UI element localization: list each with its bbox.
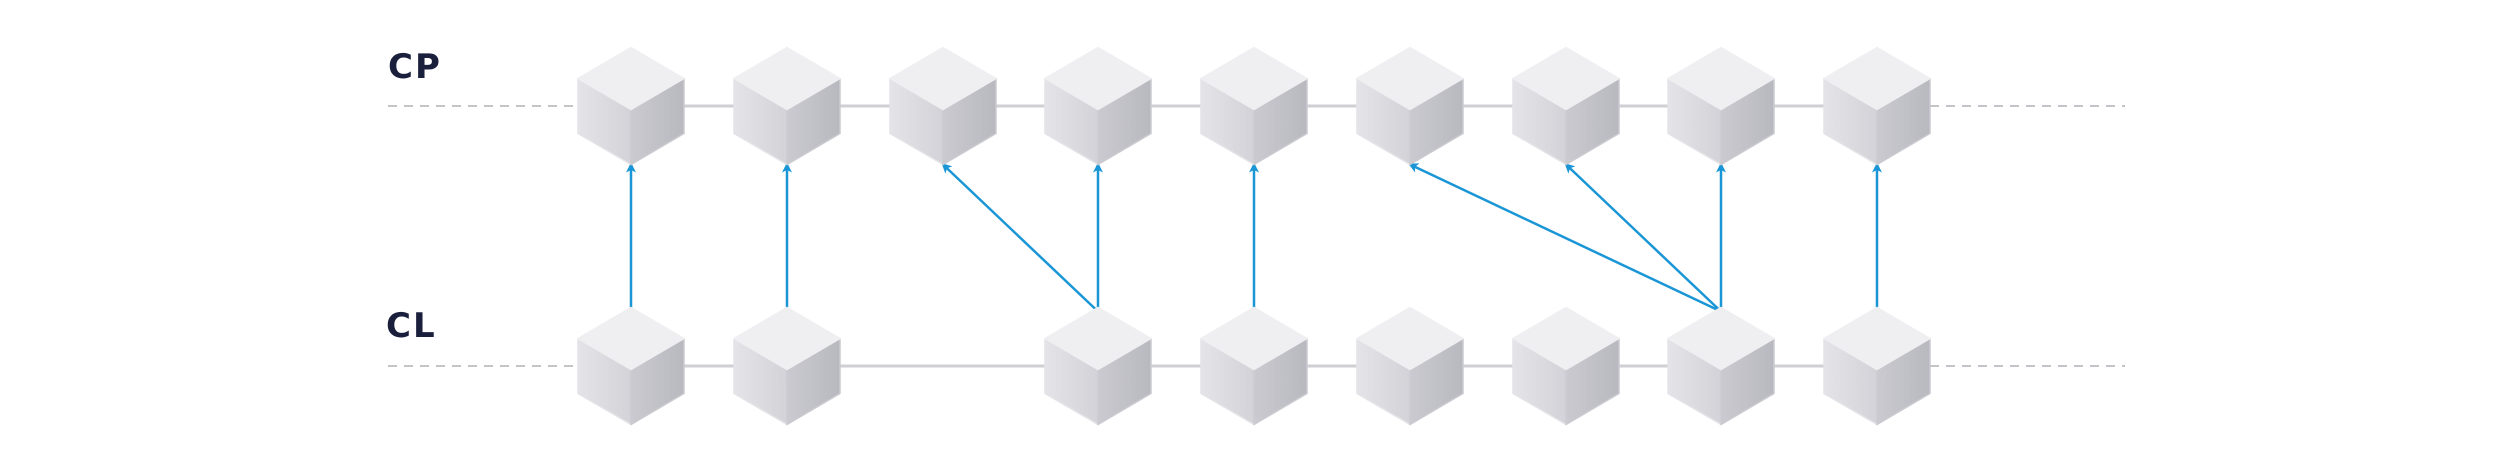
block-face-top	[1823, 306, 1931, 371]
block-cl-5	[1356, 306, 1464, 426]
block-face-top	[733, 306, 841, 371]
block-cl-8	[1823, 306, 1931, 426]
block-face-top	[1512, 46, 1620, 111]
block-face-top	[1667, 306, 1775, 371]
block-cl-0	[577, 306, 685, 426]
block-cp-5	[1356, 46, 1464, 166]
block-cp-8	[1823, 46, 1931, 166]
reference-arrows	[626, 162, 1882, 313]
block-cp-4	[1200, 46, 1308, 166]
block-face-top	[1044, 46, 1152, 111]
row-label-cl: CL	[386, 306, 437, 346]
block-face-top	[1044, 306, 1152, 371]
block-cp-7	[1667, 46, 1775, 166]
block-cl-3	[1044, 306, 1152, 426]
block-face-top	[1512, 306, 1620, 371]
block-cp-6	[1512, 46, 1620, 166]
block-face-top	[577, 46, 685, 111]
block-cl-7	[1667, 306, 1775, 426]
block-cl-6	[1512, 306, 1620, 426]
block-face-top	[577, 306, 685, 371]
reference-arrow-7-to-6	[1564, 163, 1722, 313]
block-face-top	[1200, 306, 1308, 371]
reference-arrow-7-to-5	[1408, 163, 1722, 313]
block-cl-4	[1200, 306, 1308, 426]
block-cp-2	[889, 46, 997, 166]
block-cp-0	[577, 46, 685, 166]
row-label-cp: CP	[388, 47, 442, 87]
block-face-top	[1356, 306, 1464, 371]
block-cl-1	[733, 306, 841, 426]
block-face-top	[1823, 46, 1931, 111]
block-face-top	[1667, 46, 1775, 111]
block-cp-1	[733, 46, 841, 166]
chain-lines	[388, 104, 2125, 368]
block-face-top	[733, 46, 841, 111]
block-face-top	[1200, 46, 1308, 111]
blocks	[577, 46, 1931, 426]
block-face-top	[889, 46, 997, 111]
reference-arrow-3-to-2	[941, 163, 1099, 313]
block-face-top	[1356, 46, 1464, 111]
block-cp-3	[1044, 46, 1152, 166]
